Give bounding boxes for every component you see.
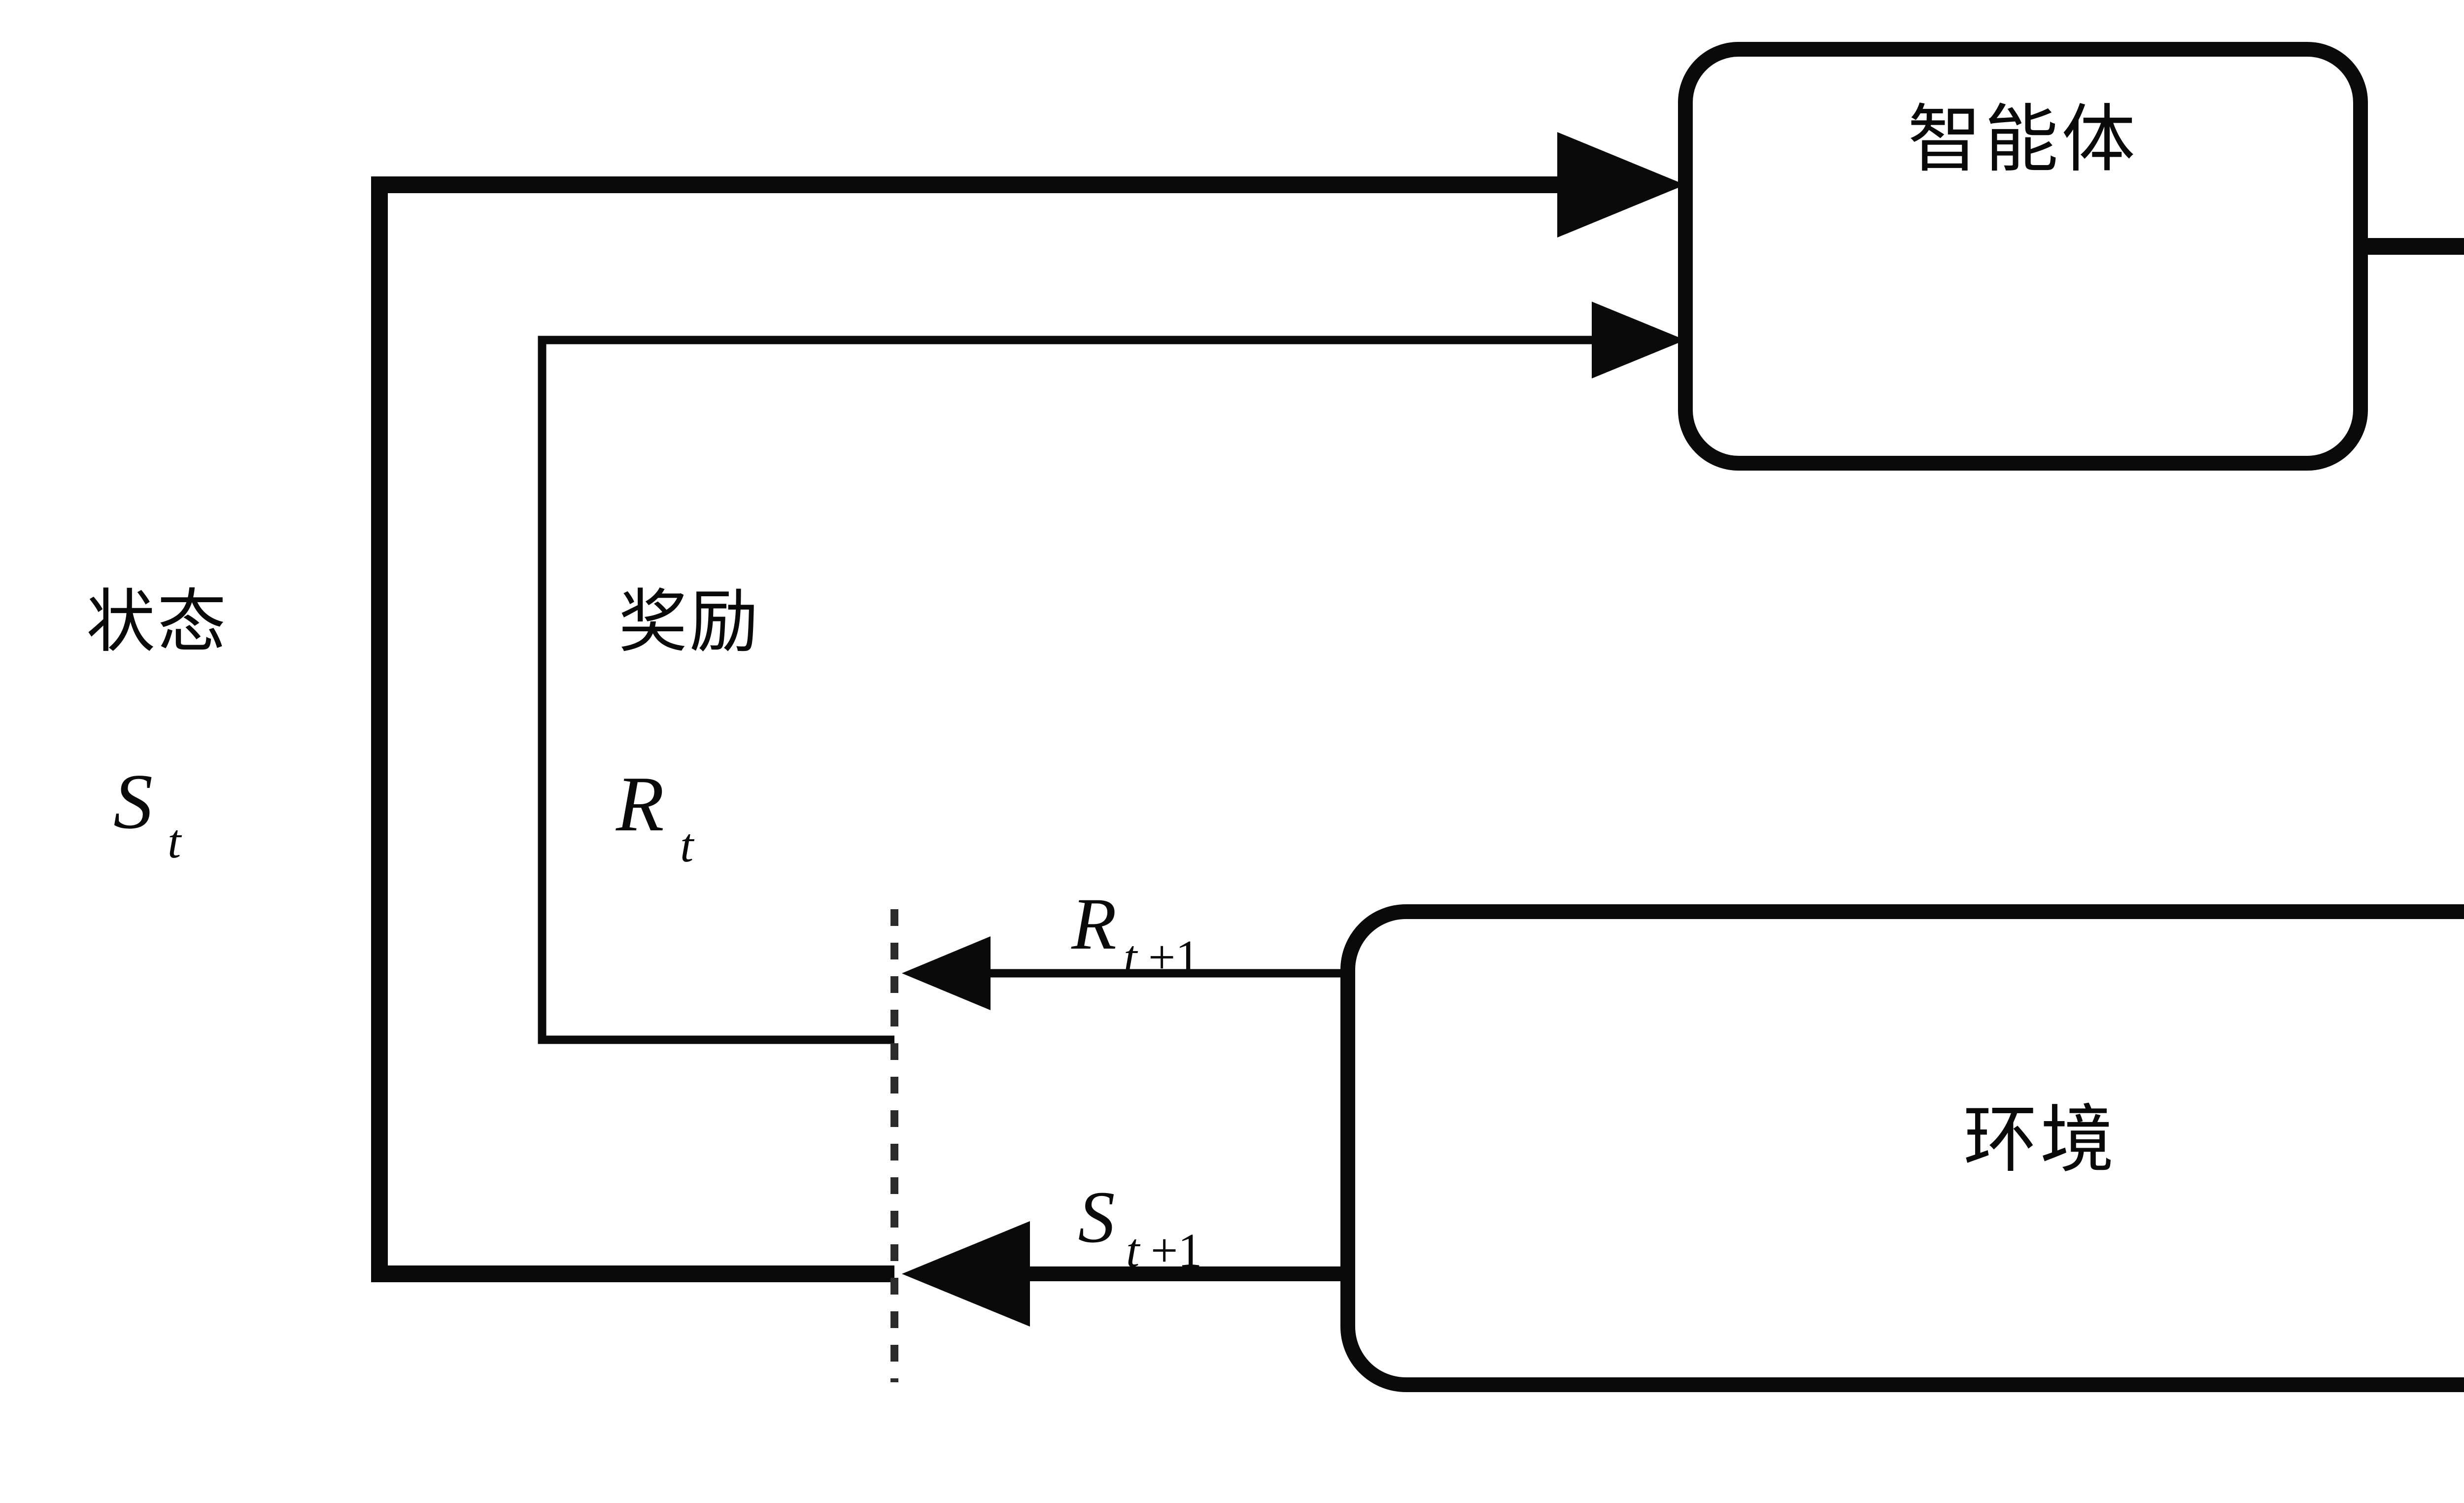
label-reward: 奖励 R t	[616, 584, 760, 872]
state-subscript: t	[168, 815, 182, 868]
state-next-arrowhead-icon	[902, 1221, 1030, 1327]
environment-label: 环境	[1963, 1099, 2117, 1181]
label-state-next: S t +1	[1078, 1176, 1202, 1277]
agent-label: 智能体	[1908, 99, 2138, 181]
edge-state-path	[371, 132, 1685, 1282]
reward-arrowhead-icon	[1592, 302, 1685, 378]
edge-reward-next-path	[902, 936, 1348, 1010]
reward-next-arrowhead-icon	[902, 936, 991, 1010]
state-next-symbol: S	[1078, 1176, 1115, 1258]
state-next-subscript-tail: +1	[1151, 1224, 1202, 1277]
node-environment[interactable]: 环境	[1340, 904, 2464, 1392]
edge-reward-path	[538, 302, 1685, 1044]
reward-subscript: t	[680, 819, 695, 872]
state-cjk-label: 状态	[86, 584, 228, 661]
label-state: 状态 S t	[86, 584, 228, 868]
figure-caption-clipped	[59, 1480, 1735, 1503]
state-symbol: S	[113, 757, 153, 845]
node-agent[interactable]: 智能体	[1678, 42, 2368, 471]
reward-next-subscript: t	[1124, 931, 1138, 984]
agent-box-shape	[1678, 42, 2368, 471]
environment-box-shape	[1340, 904, 2464, 1392]
reward-cjk-label: 奖励	[618, 584, 760, 661]
reward-next-subscript-tail: +1	[1148, 931, 1199, 984]
state-arrowhead-icon	[1557, 132, 1685, 238]
label-reward-next: R t +1	[1071, 883, 1199, 984]
reward-symbol: R	[616, 760, 664, 848]
reward-next-symbol: R	[1071, 883, 1117, 965]
state-next-subscript: t	[1126, 1224, 1141, 1277]
edge-state-next-path	[902, 1221, 1348, 1327]
